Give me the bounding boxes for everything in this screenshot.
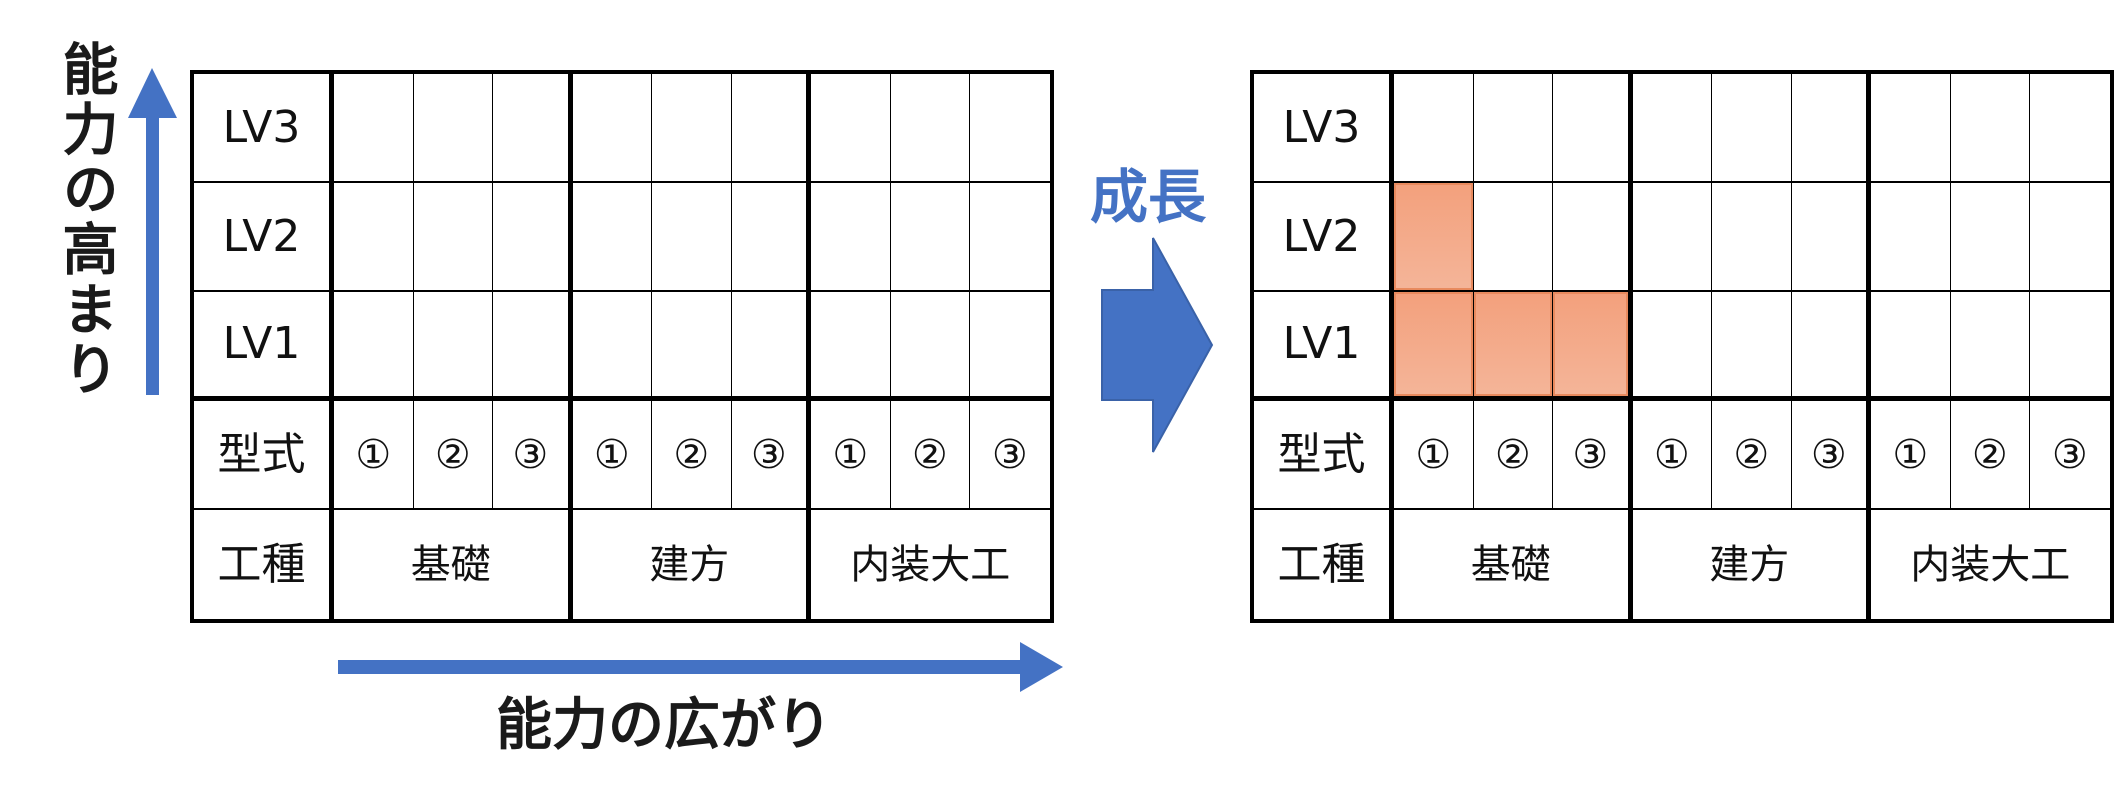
grid-cell xyxy=(413,183,493,292)
grid-cell xyxy=(2030,74,2110,183)
grid-cell xyxy=(890,183,970,292)
grid-cell xyxy=(493,74,573,183)
filled-cell xyxy=(1394,183,1474,292)
model-number: ① xyxy=(572,401,652,510)
grid-cell xyxy=(811,292,891,401)
grid-cell xyxy=(1632,292,1712,401)
work-type-label: 内装大工 xyxy=(850,541,1011,588)
grid-cell xyxy=(1632,183,1712,292)
grid-cell xyxy=(890,292,970,401)
work-type-label: 建方 xyxy=(1633,510,1871,619)
model-number: ③ xyxy=(970,401,1050,510)
grid-cell xyxy=(731,74,811,183)
model-number: ③ xyxy=(1791,401,1871,510)
grid-cell xyxy=(493,292,573,401)
row-header-lv2: LV2 xyxy=(194,183,334,292)
grid-cell xyxy=(2030,292,2110,401)
grid-cell xyxy=(1473,183,1553,292)
horizontal-axis-label: 能力の広がり xyxy=(496,693,832,758)
model-number: ③ xyxy=(1553,401,1633,510)
grid-cell xyxy=(970,183,1050,292)
growth-label: 成長 xyxy=(1090,163,1207,231)
grid-cell xyxy=(1791,74,1871,183)
grid-cell xyxy=(731,292,811,401)
work-type-label: 基礎 xyxy=(334,510,573,619)
grid-cell xyxy=(811,183,891,292)
filled-cell xyxy=(1394,292,1474,401)
row-header-lv3: LV3 xyxy=(194,74,334,183)
grid-cell xyxy=(493,183,573,292)
grid-cell xyxy=(334,183,414,292)
model-number: ② xyxy=(890,401,970,510)
grid-cell xyxy=(1791,292,1871,401)
model-number: ② xyxy=(1950,401,2030,510)
grid-cell xyxy=(1712,292,1792,401)
filled-cell xyxy=(1553,292,1633,401)
work-type-label: 建方 xyxy=(573,510,811,619)
row-header-lv1: LV1 xyxy=(1254,292,1394,401)
model-number: ③ xyxy=(731,401,811,510)
grid-cell xyxy=(413,292,493,401)
grid-cell xyxy=(652,292,732,401)
model-number: ① xyxy=(1394,401,1474,510)
row-header-lv3: LV3 xyxy=(1254,74,1394,183)
model-number: ① xyxy=(334,401,414,510)
row-header-lv1: LV1 xyxy=(194,292,334,401)
model-number: ③ xyxy=(493,401,573,510)
grid-cell xyxy=(1871,292,1951,401)
grid-cell xyxy=(1950,292,2030,401)
model-number: ① xyxy=(811,401,891,510)
row-header-lv2: LV2 xyxy=(1254,183,1394,292)
growth-arrow-icon xyxy=(1101,237,1214,453)
horizontal-arrow-icon xyxy=(338,642,1063,692)
model-number: ① xyxy=(1632,401,1712,510)
grid-cell xyxy=(572,74,652,183)
grid-cell xyxy=(1712,183,1792,292)
grid-cell xyxy=(970,74,1050,183)
grid-cell xyxy=(334,74,414,183)
model-number: ① xyxy=(1871,401,1951,510)
model-number: ② xyxy=(1712,401,1792,510)
grid-cell xyxy=(1553,74,1633,183)
model-number: ③ xyxy=(2030,401,2110,510)
grid-cell xyxy=(1712,74,1792,183)
grid-cell xyxy=(1553,183,1633,292)
grid-cell xyxy=(1871,74,1951,183)
filled-cell xyxy=(1473,292,1553,401)
grid-cell xyxy=(1950,183,2030,292)
grid-cell xyxy=(1394,74,1474,183)
grid-cell xyxy=(2030,183,2110,292)
model-number: ② xyxy=(1473,401,1553,510)
grid-cell xyxy=(652,74,732,183)
grid-cell xyxy=(890,74,970,183)
row-header-work-type: 工種 xyxy=(194,510,334,619)
row-header-model: 型式 xyxy=(1254,401,1394,510)
row-header-work-type: 工種 xyxy=(1254,510,1394,619)
grid-cell xyxy=(731,183,811,292)
work-type-label: 内装大工 xyxy=(1910,541,2071,588)
grid-cell xyxy=(572,292,652,401)
grid-cell xyxy=(334,292,414,401)
skill-grid-after: LV3 LV2 LV1 型式 ① ② ③ ① ② ③ ① ② ③ 工種 基礎 建… xyxy=(1250,70,2114,623)
skill-grid-before: LV3 LV2 LV1 型式 ① ② ③ ① ② ③ ① ② ③ 工種 基礎 建… xyxy=(190,70,1054,623)
vertical-arrow-icon xyxy=(128,68,177,395)
work-type-label: 基礎 xyxy=(1394,510,1633,619)
grid-cell xyxy=(811,74,891,183)
row-header-model: 型式 xyxy=(194,401,334,510)
grid-cell xyxy=(1632,74,1712,183)
grid-cell xyxy=(572,183,652,292)
model-number: ② xyxy=(652,401,732,510)
model-number: ② xyxy=(413,401,493,510)
grid-cell xyxy=(1791,183,1871,292)
grid-cell xyxy=(1473,74,1553,183)
grid-cell xyxy=(1950,74,2030,183)
grid-cell xyxy=(652,183,732,292)
grid-cell xyxy=(970,292,1050,401)
vertical-axis-label: 能力の高まり xyxy=(53,40,118,400)
grid-cell xyxy=(413,74,493,183)
grid-cell xyxy=(1871,183,1951,292)
